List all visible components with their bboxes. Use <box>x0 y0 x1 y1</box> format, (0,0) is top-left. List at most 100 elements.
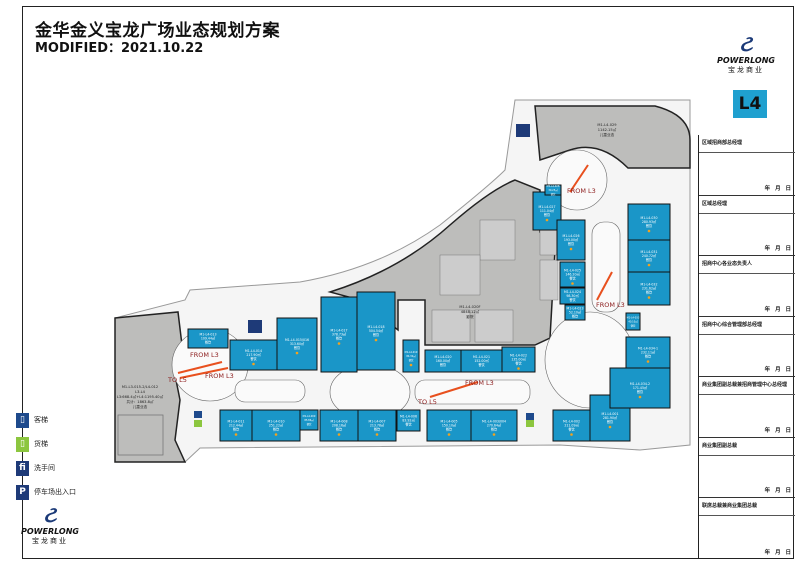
kitchen-fire-icon <box>447 433 451 436</box>
signoff-label: 招商中心综合管理部总经理 <box>702 321 763 328</box>
from-l3-label: FROM L3 <box>567 187 596 195</box>
unit-shape[interactable] <box>556 219 586 261</box>
unit-use: 餐饮 <box>336 427 343 432</box>
unit-shape[interactable] <box>299 409 319 431</box>
unit-area: 208.16㎡ <box>332 423 347 428</box>
kitchen-fire-icon <box>569 247 573 251</box>
restroom-icon <box>248 320 262 333</box>
parking-icon: P <box>16 484 29 500</box>
unit-shape[interactable] <box>552 409 591 442</box>
unit-shape[interactable] <box>276 317 318 371</box>
unit-shape[interactable] <box>609 367 671 409</box>
unit-shape[interactable] <box>251 409 301 442</box>
unit-code: M1-L4-021 <box>473 355 490 359</box>
unit-code: M1-L4-014 <box>245 349 262 353</box>
unit-shape[interactable] <box>426 409 472 442</box>
unit-area: 232.11㎡ <box>641 350 656 355</box>
unit-shape[interactable] <box>559 287 586 305</box>
freight-elevator-icon <box>526 420 534 427</box>
kitchen-fire-icon <box>570 433 573 436</box>
unit-shape[interactable] <box>319 409 359 442</box>
unit-code: M1-L4-034-1 <box>638 347 658 351</box>
unit-shape[interactable] <box>402 339 420 373</box>
anchor-use: 儿童业态 <box>600 132 615 137</box>
dragon-logo-icon: ટ <box>739 32 753 57</box>
unit-shape[interactable] <box>564 304 586 321</box>
unit-area: 146.20㎡ <box>565 272 580 277</box>
unit-shape[interactable] <box>627 271 671 306</box>
unit-shape[interactable] <box>532 191 562 231</box>
anchor-code: M1-L4-020F <box>459 305 480 309</box>
void-center <box>414 379 531 405</box>
unit-shape[interactable] <box>544 184 562 196</box>
kitchen-fire-icon <box>375 433 379 436</box>
brand-name-cn: 宝龙商业 <box>728 66 764 74</box>
unit-code: M1-L4-024 <box>564 290 581 294</box>
unit-area: 152.00㎡ <box>474 358 489 363</box>
unit-area: 378.73㎡ <box>332 332 347 337</box>
anchor-unit-left[interactable] <box>114 311 187 463</box>
anchor-floors: L3-L4 <box>135 390 146 394</box>
unit-shape[interactable] <box>187 328 229 349</box>
signoff-row: 联席总裁兼商业集团总裁年 月 日 <box>699 498 795 559</box>
escalators[interactable] <box>177 164 613 398</box>
kitchen-fire-icon <box>638 395 642 399</box>
kitchen-fire-icon <box>374 338 378 342</box>
unit-shape[interactable] <box>625 312 641 331</box>
passenger-elevator-icon <box>526 413 534 420</box>
unit-shape[interactable] <box>627 203 671 241</box>
unit-area: 280.93㎡ <box>642 219 657 224</box>
anchor-code: M1-L4-029 <box>597 123 617 127</box>
outdoor-area <box>117 414 164 456</box>
unit-shape[interactable] <box>625 336 671 369</box>
kitchen-fire-icon <box>647 229 651 233</box>
from-l3-label: FROM L3 <box>465 379 494 387</box>
signoff-label: 区域招商部总经理 <box>702 140 743 146</box>
signoff-label: 联席总裁兼商业集团总裁 <box>702 503 758 509</box>
unit-use: 餐饮 <box>250 356 257 361</box>
unit-area: 211.09㎡ <box>564 423 579 428</box>
unit-area: 160.00㎡ <box>436 358 451 363</box>
unit-shape[interactable] <box>356 291 396 371</box>
unit-shape[interactable] <box>357 409 397 442</box>
unit-use: 餐饮 <box>233 427 240 432</box>
unit-area: 313.60㎡ <box>290 341 305 346</box>
unit-shape[interactable] <box>396 409 421 432</box>
unit-shape[interactable] <box>470 409 518 442</box>
unit-area: 135.00㎡ <box>511 357 526 362</box>
signoff-row: 区域总经理年 月 日 <box>699 196 795 256</box>
anchor-unit-top[interactable] <box>534 105 691 169</box>
